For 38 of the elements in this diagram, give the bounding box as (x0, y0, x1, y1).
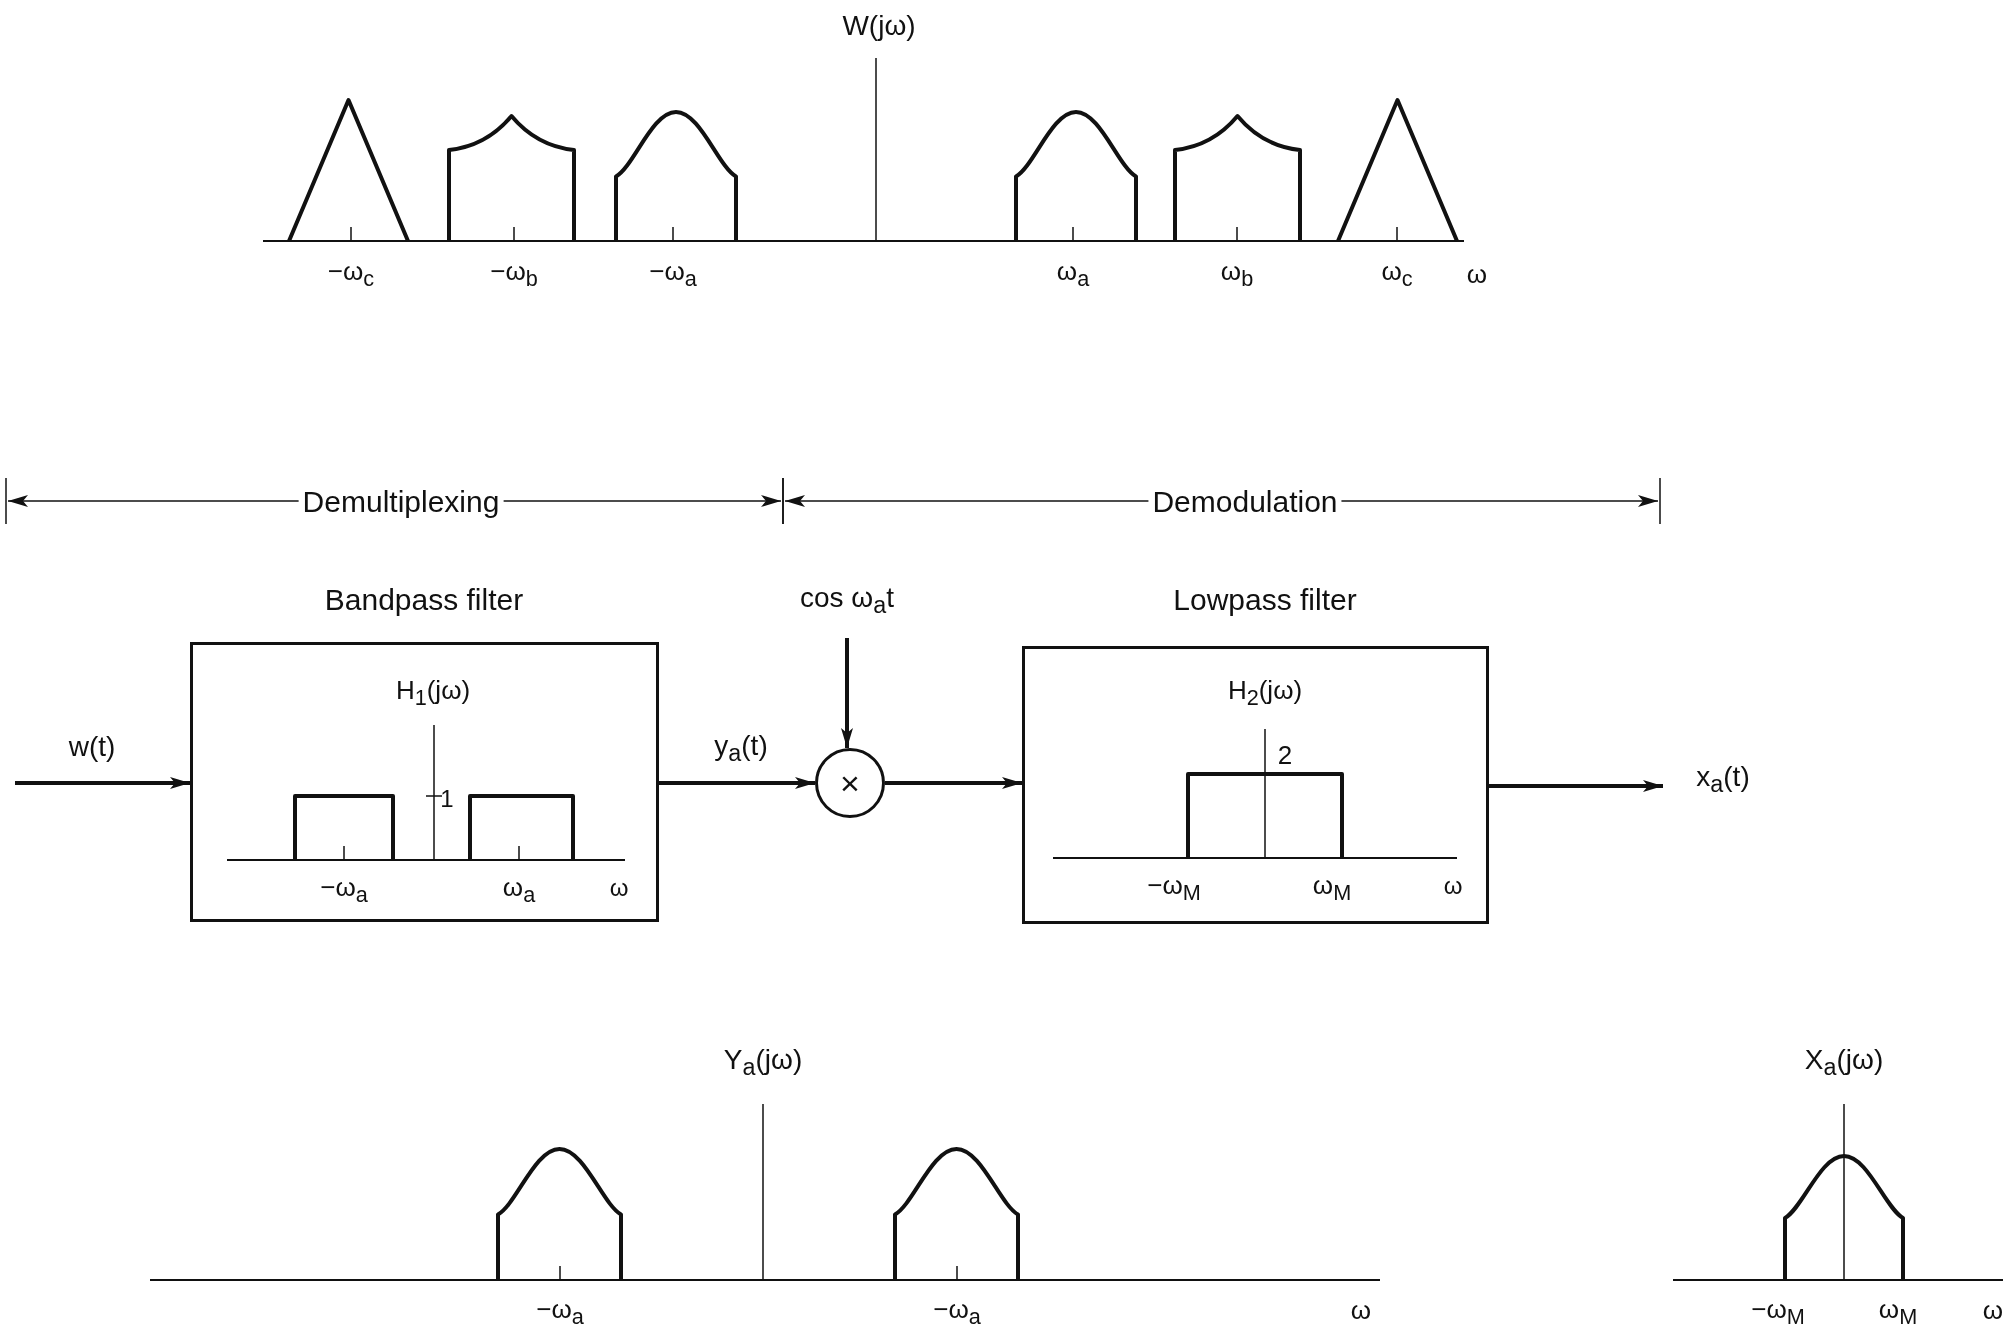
arrow (841, 638, 853, 748)
axis-label: −ω$_{b}$ (490, 257, 538, 291)
axis-label: −ω$_{a}$ (320, 873, 368, 907)
axis-label: ω$_{M}$ (1878, 1295, 1918, 1329)
axis-label: −ω$_{c}$ (327, 257, 375, 291)
axis-label: 1 (440, 785, 454, 813)
arrow (885, 777, 1022, 789)
axis-label: −ω$_{a}$ (933, 1295, 981, 1329)
axis-label: ω$_{a}$ (502, 873, 536, 907)
axis-label: ω (1350, 1295, 1372, 1325)
plot-title: X$_{a}$(jω) (1804, 1044, 1884, 1082)
axis-label: 2 (1277, 740, 1293, 770)
axis-label: ω$_{a}$ (1056, 257, 1090, 291)
multiplier-circle: × (815, 748, 885, 818)
plot-title: H$_{2}$(jω) (1227, 676, 1303, 710)
axis-label: ω$_{M}$ (1312, 871, 1352, 905)
axis-label: ω$_{c}$ (1381, 257, 1413, 291)
edge-label: y$_{a}$(t) (714, 730, 768, 768)
axis-label: ω (1443, 872, 1463, 900)
axis-label: −ω$_{M}$ (1751, 1295, 1805, 1329)
axis-label: −ω$_{a}$ (536, 1295, 584, 1329)
plot-title: H$_{1}$(jω) (395, 676, 471, 710)
arrow (1489, 780, 1663, 792)
edge-label: cos ω$_{a}$t (800, 582, 894, 620)
block-heading: Lowpass filter (1172, 583, 1358, 616)
axis-label: ω (1466, 259, 1488, 289)
axis-label: −ω$_{M}$ (1147, 871, 1201, 905)
arrow (659, 777, 815, 789)
edge-label: x$_{a}$(t) (1696, 761, 1750, 799)
axis-label: ω$_{b}$ (1220, 257, 1254, 291)
axis-label: ω (609, 874, 629, 902)
edge-label: w(t) (68, 731, 116, 763)
block-heading: Bandpass filter (323, 583, 525, 616)
arrow (15, 777, 190, 789)
plot-title: Y$_{a}$(jω) (723, 1044, 803, 1082)
axis-label: ω (1982, 1295, 2004, 1325)
axis-label: −ω$_{a}$ (649, 257, 697, 291)
plot-title: W(jω) (842, 10, 916, 42)
